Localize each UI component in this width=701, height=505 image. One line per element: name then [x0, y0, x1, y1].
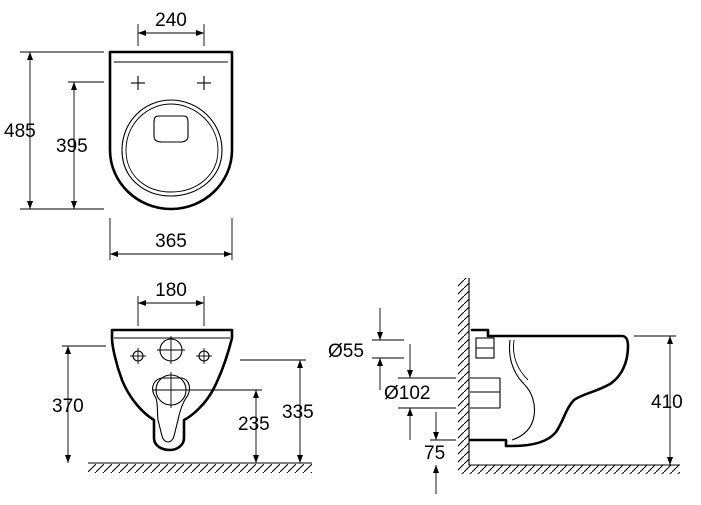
dim-seat-width-label: 240	[155, 10, 187, 31]
top-view-inner-rim	[125, 103, 219, 193]
top-view-mounting-holes	[131, 76, 211, 90]
dim-total-width-label: 365	[155, 231, 187, 252]
top-view-bowl-outline	[108, 50, 234, 211]
side-view-body-outline	[468, 328, 630, 448]
dim-height-335: 335	[240, 359, 314, 463]
dim-outlet-diameter-label: Ø102	[384, 383, 430, 404]
dim-height-370: 370	[52, 345, 106, 463]
dim-mounting-spacing: 180	[137, 280, 205, 326]
dim-rim-height: 410	[634, 335, 683, 465]
front-view-body-outline	[110, 328, 234, 452]
side-view-outlet	[470, 377, 501, 409]
dim-mounting-spacing-label: 180	[155, 280, 187, 301]
dim-height-235-label: 235	[238, 414, 270, 435]
dim-height-235: 235	[190, 389, 270, 463]
side-view-wall-hatch	[458, 278, 469, 465]
dim-seat-width: 240	[137, 10, 205, 46]
dim-outlet-offset-label: 75	[424, 443, 445, 464]
dim-outlet-offset: 75	[424, 412, 456, 494]
dim-total-width: 365	[109, 218, 233, 260]
dim-total-length: 485	[4, 51, 104, 210]
top-view: 240 485 395 365	[4, 10, 234, 260]
dim-height-335-label: 335	[282, 402, 314, 423]
side-view: Ø55 Ø102 75 410	[328, 278, 683, 494]
top-view-inner-bowl	[121, 99, 223, 197]
side-view-inner-bowl	[508, 339, 536, 441]
top-view-outlet	[153, 115, 189, 143]
dim-bowl-length: 395	[56, 81, 104, 209]
dim-total-length-label: 485	[4, 121, 36, 142]
dim-rim-height-label: 410	[651, 392, 683, 413]
dim-inlet-diameter-label: Ø55	[328, 341, 364, 362]
dim-outlet-diameter: Ø102	[384, 344, 456, 440]
dim-bowl-length-label: 395	[56, 136, 88, 157]
dim-inlet-diameter: Ø55	[328, 308, 404, 390]
dim-height-370-label: 370	[52, 396, 84, 417]
front-view-floor-hatch	[88, 464, 312, 473]
side-view-floor-hatch	[458, 465, 680, 474]
front-view: 180 370 235 335	[52, 280, 314, 473]
